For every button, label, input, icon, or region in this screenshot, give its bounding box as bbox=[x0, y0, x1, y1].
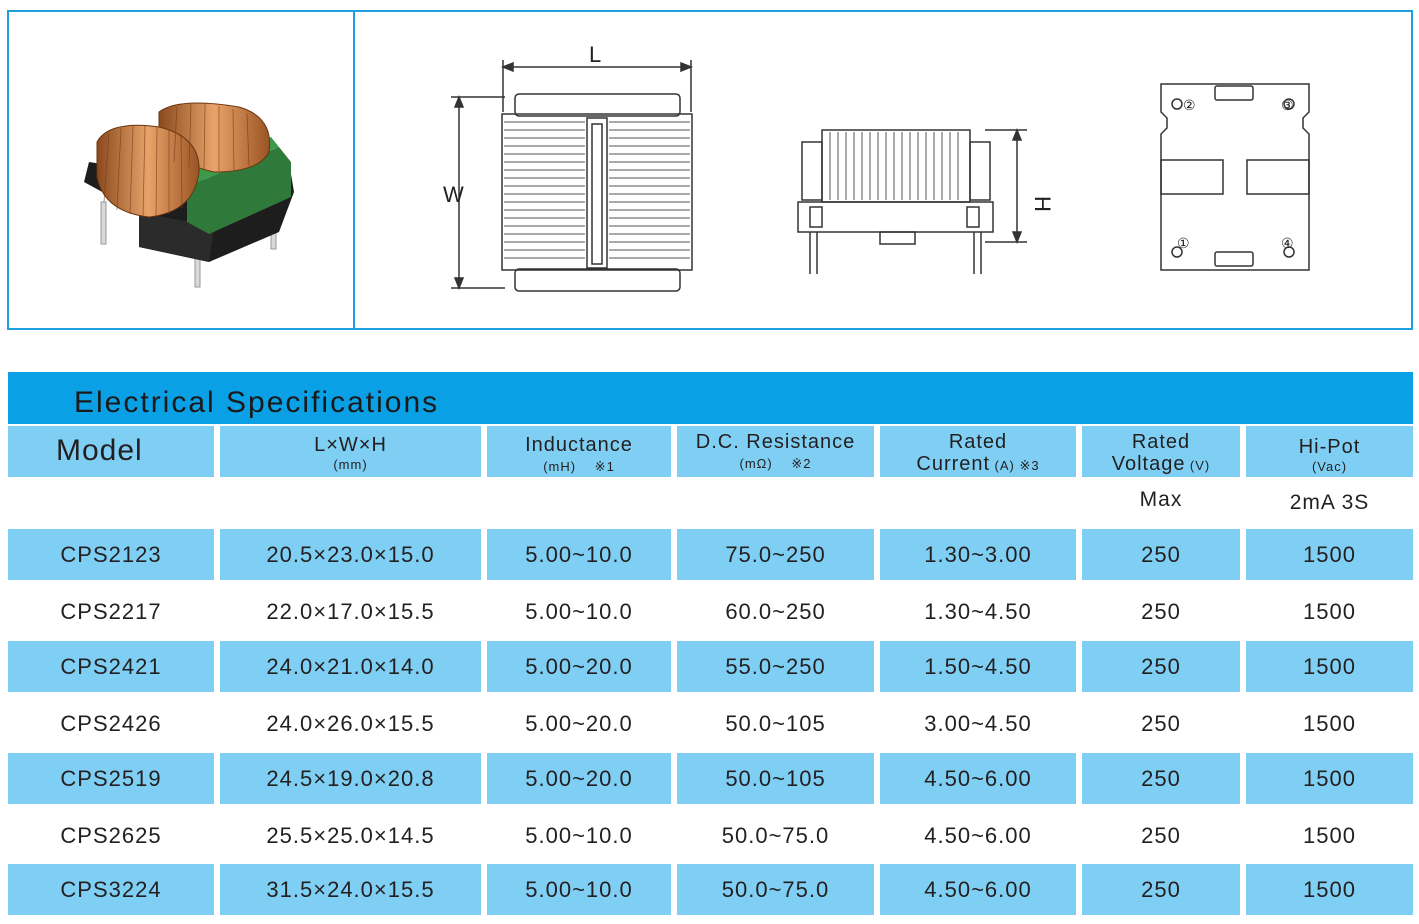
cell-hipot: 1500 bbox=[1246, 753, 1413, 804]
cell-current: 3.00~4.50 bbox=[924, 711, 1032, 736]
cell-dcr: 50.0~105 bbox=[677, 753, 874, 804]
header-voltage-label: Rated bbox=[1131, 431, 1191, 453]
dimension-drawings: L W H bbox=[443, 42, 1310, 292]
cell-dcr: 75.0~250 bbox=[677, 529, 874, 580]
header-dcr-label: D.C. Resistance bbox=[695, 431, 856, 453]
cell-model: CPS2421 bbox=[8, 641, 214, 692]
spec-title: Electrical Specifications bbox=[74, 386, 440, 419]
header-model: Model bbox=[8, 426, 214, 477]
header-voltage-label-2: Voltage bbox=[1111, 453, 1186, 475]
cell-inductance: 5.00~20.0 bbox=[525, 711, 633, 736]
cell-inductance: 5.00~10.0 bbox=[487, 864, 671, 915]
pin-label-3: ③ bbox=[1281, 97, 1294, 113]
cell-hipot: 1500 bbox=[1246, 529, 1413, 580]
cell-voltage: 250 bbox=[1082, 641, 1240, 692]
header-dims: L×W×H (mm) bbox=[220, 426, 481, 477]
header-current-unit: (A) ※3 bbox=[994, 458, 1040, 473]
cell-current: 1.30~4.50 bbox=[924, 599, 1032, 624]
cell-hipot: 1500 bbox=[1246, 641, 1413, 692]
pin-label-2: ② bbox=[1183, 97, 1196, 113]
cell-current: 4.50~6.00 bbox=[880, 753, 1076, 804]
cell-voltage: 250 bbox=[1141, 711, 1181, 736]
top-view-drawing bbox=[451, 60, 694, 292]
cell-dcr: 50.0~105 bbox=[725, 711, 826, 736]
dim-label-l: L bbox=[589, 42, 601, 67]
header-dcr-unit: (mΩ) ※2 bbox=[739, 456, 812, 471]
header-current-label: Rated bbox=[948, 431, 1008, 453]
header-inductance-unit: (mH) ※1 bbox=[543, 459, 615, 474]
header-inductance-label: Inductance bbox=[525, 434, 633, 456]
cell-hipot: 1500 bbox=[1246, 864, 1413, 915]
cell-voltage: 250 bbox=[1141, 599, 1181, 624]
cell-hipot: 1500 bbox=[1303, 599, 1356, 624]
cell-dims: 31.5×24.0×15.5 bbox=[220, 864, 481, 915]
product-photo-panel bbox=[7, 10, 355, 330]
cell-model: CPS2519 bbox=[8, 753, 214, 804]
cell-dcr: 60.0~250 bbox=[725, 599, 826, 624]
cell-voltage: 250 bbox=[1082, 753, 1240, 804]
header-hipot: Hi-Pot (Vac) bbox=[1246, 426, 1413, 477]
header-current-label-2: Current bbox=[916, 453, 991, 475]
cell-voltage: 250 bbox=[1141, 823, 1181, 848]
inductor-photo bbox=[84, 102, 294, 288]
cell-current: 4.50~6.00 bbox=[880, 864, 1076, 915]
cell-model: CPS2426 bbox=[60, 711, 162, 736]
cell-inductance: 5.00~10.0 bbox=[525, 599, 633, 624]
header-dcr: D.C. Resistance (mΩ) ※2 bbox=[677, 426, 874, 477]
header-voltage: Rated Voltage (V) bbox=[1082, 426, 1240, 477]
cell-current: 4.50~6.00 bbox=[924, 823, 1032, 848]
cell-inductance: 5.00~20.0 bbox=[487, 753, 671, 804]
cell-hipot: 1500 bbox=[1303, 823, 1356, 848]
cell-model: CPS3224 bbox=[8, 864, 214, 915]
header-voltage-unit: (V) bbox=[1189, 458, 1211, 473]
side-view-drawing bbox=[797, 127, 1027, 274]
dim-label-w: W bbox=[443, 182, 464, 207]
cell-dims: 25.5×25.0×14.5 bbox=[266, 823, 435, 848]
spec-title-bar: Electrical Specifications bbox=[8, 372, 1413, 424]
header-inductance: Inductance (mH) ※1 bbox=[487, 426, 671, 477]
cell-inductance: 5.00~20.0 bbox=[487, 641, 671, 692]
header-hipot-unit: (Vac) bbox=[1311, 459, 1348, 474]
cell-dims: 24.5×19.0×20.8 bbox=[220, 753, 481, 804]
cell-dcr: 50.0~75.0 bbox=[721, 823, 830, 848]
hipot-note: 2mA 3S bbox=[1289, 491, 1370, 514]
cell-dims: 20.5×23.0×15.0 bbox=[220, 529, 481, 580]
cell-dcr: 55.0~250 bbox=[677, 641, 874, 692]
pin-label-1: ① bbox=[1177, 235, 1190, 251]
cell-dims: 24.0×21.0×14.0 bbox=[220, 641, 481, 692]
drawing-panel: L W H bbox=[353, 10, 1413, 330]
pin-label-4: ④ bbox=[1281, 235, 1294, 251]
cell-model: CPS2123 bbox=[8, 529, 214, 580]
cell-inductance: 5.00~10.0 bbox=[487, 529, 671, 580]
dim-label-h: H bbox=[1030, 196, 1055, 212]
header-hipot-label: Hi-Pot bbox=[1298, 436, 1361, 458]
cell-voltage: 250 bbox=[1082, 864, 1240, 915]
header-dims-label: L×W×H bbox=[314, 434, 387, 456]
header-dims-unit: (mm) bbox=[333, 457, 368, 472]
cell-hipot: 1500 bbox=[1303, 711, 1356, 736]
cell-voltage: 250 bbox=[1082, 529, 1240, 580]
cell-current: 1.30~3.00 bbox=[880, 529, 1076, 580]
header-current: Rated Current (A) ※3 bbox=[880, 426, 1076, 477]
header-model-label: Model bbox=[56, 434, 143, 467]
cell-inductance: 5.00~10.0 bbox=[525, 823, 633, 848]
cell-dims: 22.0×17.0×15.5 bbox=[266, 599, 435, 624]
cell-dcr: 50.0~75.0 bbox=[677, 864, 874, 915]
cell-model: CPS2625 bbox=[60, 823, 162, 848]
footprint-drawing bbox=[1160, 83, 1310, 271]
voltage-note: Max bbox=[1139, 488, 1183, 511]
cell-dims: 24.0×26.0×15.5 bbox=[266, 711, 435, 736]
cell-current: 1.50~4.50 bbox=[880, 641, 1076, 692]
cell-model: CPS2217 bbox=[60, 599, 162, 624]
